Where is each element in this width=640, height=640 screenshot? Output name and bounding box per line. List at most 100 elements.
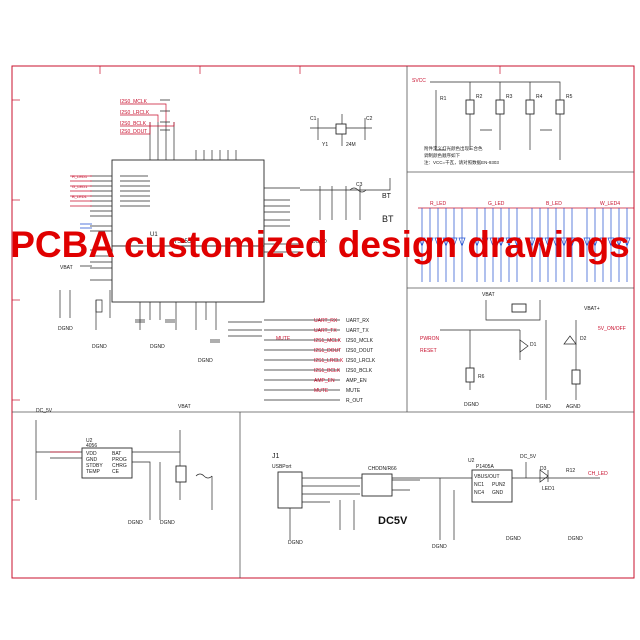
svg-text:NC4: NC4: [474, 490, 484, 496]
led-diode: [473, 208, 481, 282]
svg-text:I2S0_LRCLK: I2S0_LRCLK: [120, 110, 150, 116]
svg-text:DGND: DGND: [160, 520, 175, 526]
svg-text:U2: U2: [86, 438, 93, 444]
left-red-nets: R_LED1 G_LED1 B_LED1 VBAT: [59, 174, 111, 330]
svg-text:I2S0_BCLK: I2S0_BCLK: [346, 368, 373, 374]
svg-text:DGND: DGND: [506, 536, 521, 542]
svg-text:GND: GND: [86, 457, 98, 463]
svg-text:R_OUT: R_OUT: [346, 398, 363, 404]
svg-text:RESET: RESET: [420, 348, 437, 354]
svg-text:DGND: DGND: [464, 402, 479, 408]
svg-text:DC_5V: DC_5V: [36, 408, 53, 414]
frame-ticks: [12, 66, 501, 501]
svg-text:D1: D1: [530, 342, 537, 348]
svg-text:DGND: DGND: [312, 239, 327, 245]
svg-text:CHRG: CHRG: [112, 463, 127, 469]
svg-text:BAT: BAT: [112, 451, 121, 457]
svg-text:DGND: DGND: [150, 344, 165, 350]
svg-text:PROG: PROG: [112, 457, 127, 463]
crystal-y1: Y1 24M C1 C2: [310, 114, 373, 148]
dc5v-label: DC5V: [378, 515, 408, 527]
led-diode: [505, 208, 513, 282]
svg-text:附件定义灯光颜色出现三合色: 附件定义灯光颜色出现三合色: [424, 145, 483, 152]
svg-text:R_LED: R_LED: [430, 201, 447, 207]
i2s-top-nets: I2S0_MCLK I2S0_LRCLK I2S0_BCLK I2S0_DOUT: [120, 99, 175, 135]
svg-text:G_LED: G_LED: [488, 201, 505, 207]
svg-text:DGND: DGND: [92, 344, 107, 350]
svg-text:NC1: NC1: [474, 482, 484, 488]
u1-ref: U1: [150, 232, 158, 238]
led-diode: [536, 208, 544, 282]
svg-text:DGND: DGND: [288, 540, 303, 546]
svg-text:D3: D3: [540, 466, 547, 472]
led-diode: [615, 208, 623, 282]
led-diode: [544, 208, 552, 282]
svg-text:I2S0_MCLK: I2S0_MCLK: [120, 99, 148, 105]
svg-text:W_LED4: W_LED4: [600, 201, 620, 207]
svg-text:I2S0_DOUT: I2S0_DOUT: [346, 348, 373, 354]
svg-text:I2S1_MCLK: I2S1_MCLK: [314, 338, 342, 344]
svg-text:PWRON: PWRON: [420, 336, 440, 342]
svg-text:UART_TX: UART_TX: [346, 328, 369, 334]
led-diode: [583, 208, 591, 282]
svg-text:R6: R6: [478, 374, 485, 380]
led-diode: [623, 208, 631, 282]
uart-i2s-nets: UART_RX UART_TX I2S1_MCLK I2S1_DOUT I2S1…: [264, 318, 376, 404]
svg-text:DGND: DGND: [568, 536, 583, 542]
svg-text:R_LED1: R_LED1: [72, 174, 88, 179]
svg-text:MUTE: MUTE: [276, 336, 291, 342]
led-array: R_LED G_LED B_LED W_LED4: [418, 201, 634, 282]
usb-section: J1 USBPort CHDDN/R66 DC5V U2 P1405A VBUS…: [272, 453, 608, 550]
svg-text:SVCC: SVCC: [412, 78, 426, 84]
svg-text:U2: U2: [468, 458, 475, 464]
svg-text:VBAT: VBAT: [178, 404, 191, 410]
svg-text:I2S0_LRCLK: I2S0_LRCLK: [346, 358, 376, 364]
overlay-title: PCBA customized design drawings: [10, 224, 630, 265]
led-diode: [489, 208, 497, 282]
svg-text:I2S1_BCLK: I2S1_BCLK: [314, 368, 341, 374]
led-diode: [528, 208, 536, 282]
svg-text:AGND: AGND: [566, 404, 581, 410]
led-diode: [497, 208, 505, 282]
svg-text:B_LED1: B_LED1: [72, 194, 88, 199]
led-diode: [450, 208, 458, 282]
svg-text:AMP_EN: AMP_EN: [346, 378, 367, 384]
svg-text:BT: BT: [382, 214, 394, 224]
led-diode: [591, 208, 599, 282]
svg-text:STDBY: STDBY: [86, 463, 103, 469]
svg-text:Y1: Y1: [322, 142, 328, 148]
svg-text:R12: R12: [566, 468, 575, 474]
svg-text:GND: GND: [492, 490, 504, 496]
u1-part: ATS2553: [170, 239, 195, 245]
svg-text:R1: R1: [440, 96, 447, 102]
charger-section: DC_5V U2 4056 VDD GND STDBY TEMP BAT PRO…: [35, 404, 213, 526]
svg-text:I2S0_BCLK: I2S0_BCLK: [120, 121, 147, 127]
led-diode: [599, 208, 607, 282]
svg-text:CHDDN/R66: CHDDN/R66: [368, 466, 397, 472]
svg-text:R2: R2: [476, 94, 483, 100]
led-diode: [418, 208, 426, 282]
svg-text:UART_RX: UART_RX: [346, 318, 370, 324]
svg-text:DGND: DGND: [58, 326, 73, 332]
led-diode: [607, 208, 615, 282]
svg-text:R5: R5: [566, 94, 573, 100]
svg-text:PUN2: PUN2: [492, 482, 506, 488]
sheet-border: [11, 65, 635, 579]
svg-text:MUTE: MUTE: [314, 388, 329, 394]
svcc-section: SVCC R1 R2 R3 R4 R5 附件定义灯光颜色出现三合色 调制颜色顺序…: [412, 78, 573, 166]
led-diode: [426, 208, 434, 282]
svg-text:DGND: DGND: [536, 404, 551, 410]
svg-text:G_LED1: G_LED1: [72, 184, 88, 189]
svg-text:I2S1_LRCLK: I2S1_LRCLK: [314, 358, 344, 364]
svg-text:UART_RX: UART_RX: [314, 318, 338, 324]
svg-text:J1: J1: [272, 453, 280, 460]
svg-text:CE: CE: [112, 469, 120, 475]
u1-bottom-parts: DGND DGND DGND DGND MUTE: [58, 319, 291, 364]
svg-text:P1405A: P1405A: [476, 464, 494, 470]
svg-text:24M: 24M: [346, 142, 356, 148]
section-dividers: [12, 66, 634, 578]
svg-text:5V_ON/OFF: 5V_ON/OFF: [598, 326, 626, 332]
led-diode: [560, 208, 568, 282]
led-diode: [568, 208, 576, 282]
